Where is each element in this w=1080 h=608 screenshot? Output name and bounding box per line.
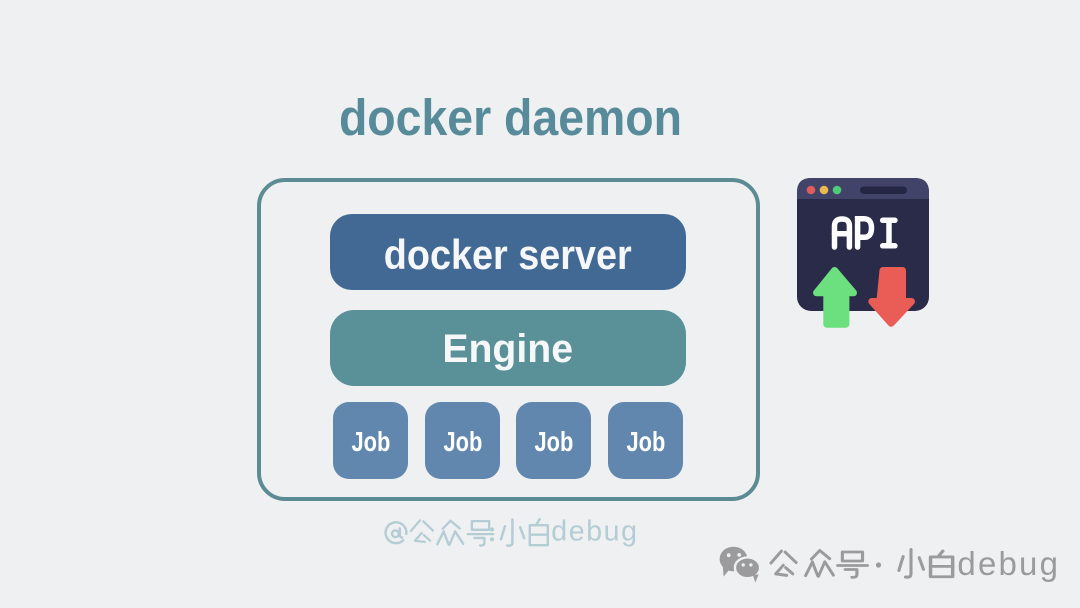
svg-text:debug: debug — [551, 516, 638, 548]
svg-text:debug: debug — [957, 545, 1060, 582]
